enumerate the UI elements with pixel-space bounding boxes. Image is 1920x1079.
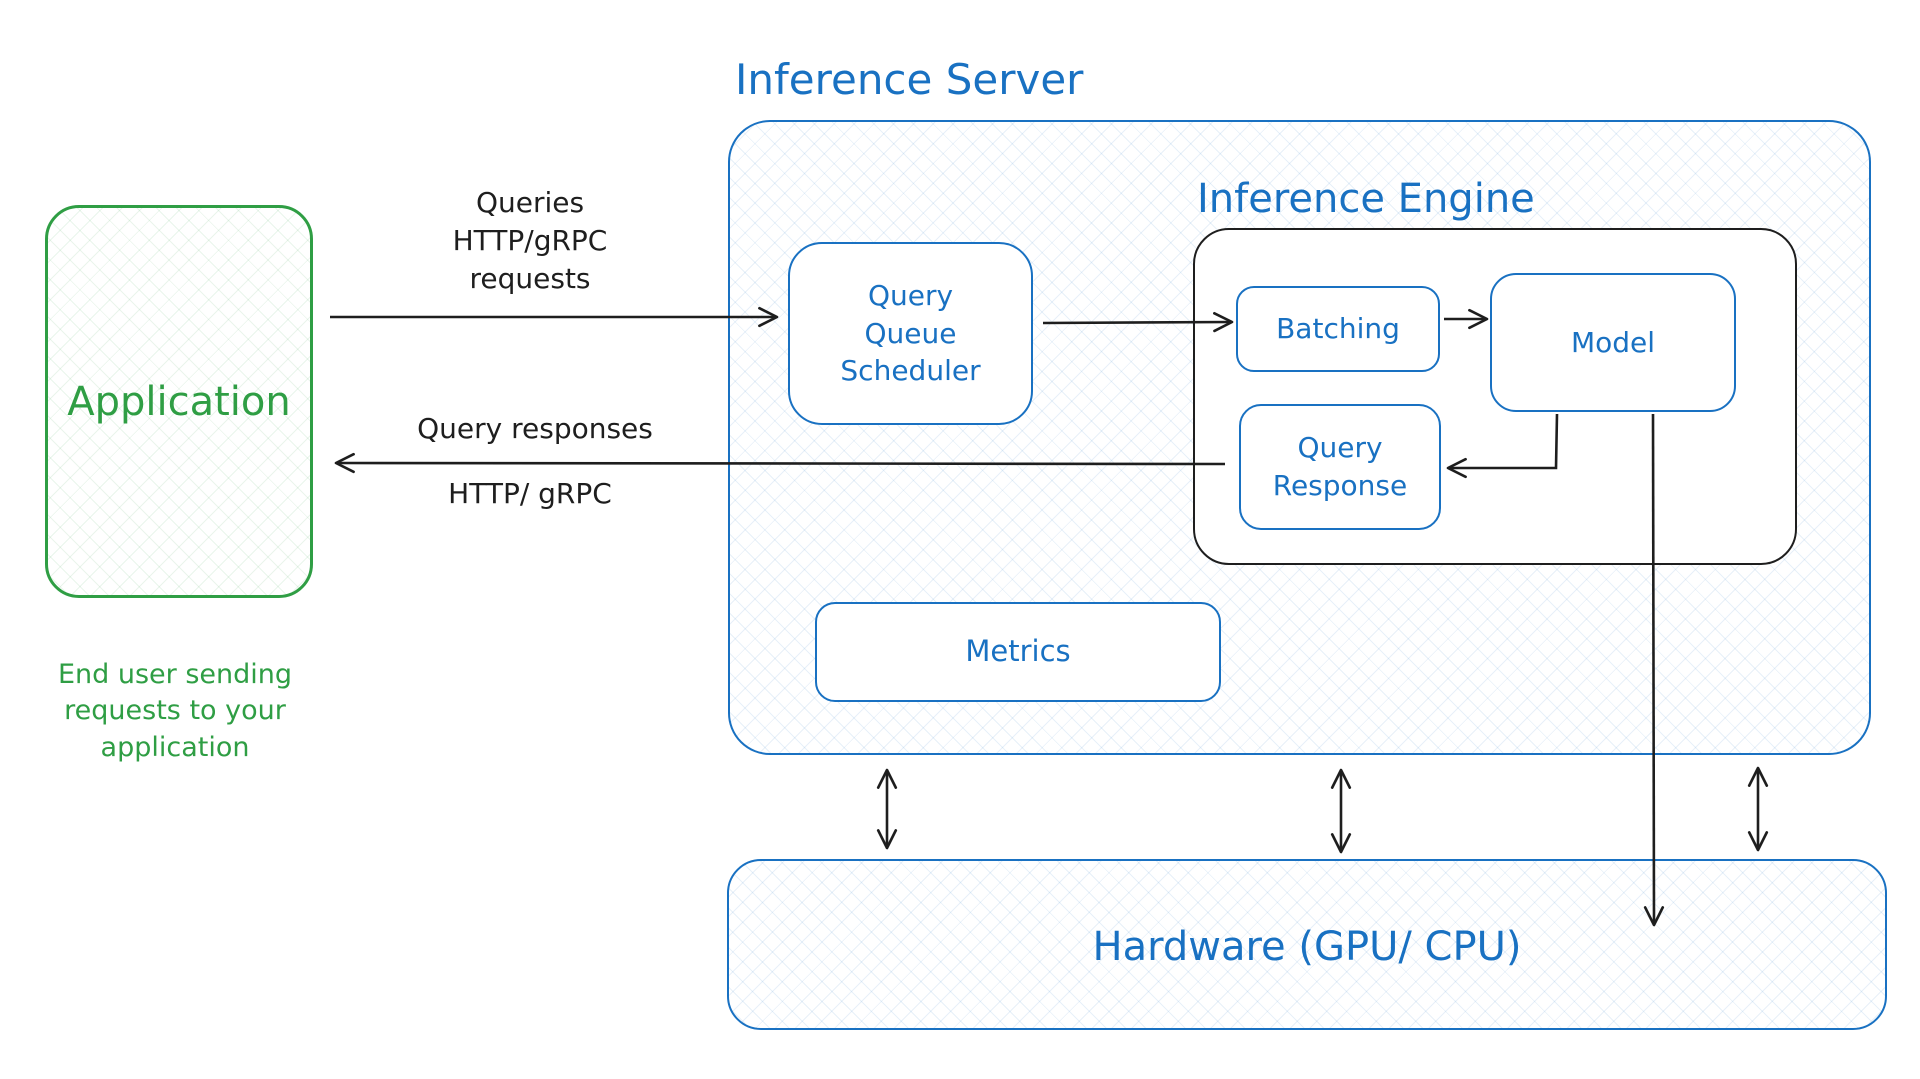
model-node: Model [1490,273,1736,412]
query-queue-scheduler-node: Query Queue Scheduler [788,242,1033,425]
arrow-response-to-application [334,452,1226,474]
hardware-node: Hardware (GPU/ CPU) [727,859,1887,1030]
query-response-label: Query Response [1272,431,1408,502]
application-caption: End user sending requests to your applic… [57,659,293,763]
application-label: Application [67,378,291,425]
query-queue-scheduler-label: Query Queue Scheduler [840,278,981,388]
metrics-label: Metrics [965,634,1071,669]
batching-label: Batching [1276,312,1400,346]
arrow-scheduler-to-batching [1042,311,1234,333]
metrics-node: Metrics [815,602,1221,702]
inference-server-title: Inference Server [735,55,1084,104]
application-node: Application [45,205,313,598]
model-label: Model [1570,325,1656,359]
queries-edge-label: Queries HTTP/gRPC requests [452,186,608,295]
batching-node: Batching [1236,286,1440,372]
responses-edge-label-top: Query responses [417,412,653,445]
arrow-model-to-hardware [1643,413,1665,927]
arrow-model-to-response [1446,413,1559,479]
inference-engine-title: Inference Engine [1197,176,1535,222]
query-response-node: Query Response [1239,404,1441,530]
responses-edge-label-bottom: HTTP/ gRPC [448,477,612,510]
hardware-label: Hardware (GPU/ CPU) [1092,923,1522,970]
